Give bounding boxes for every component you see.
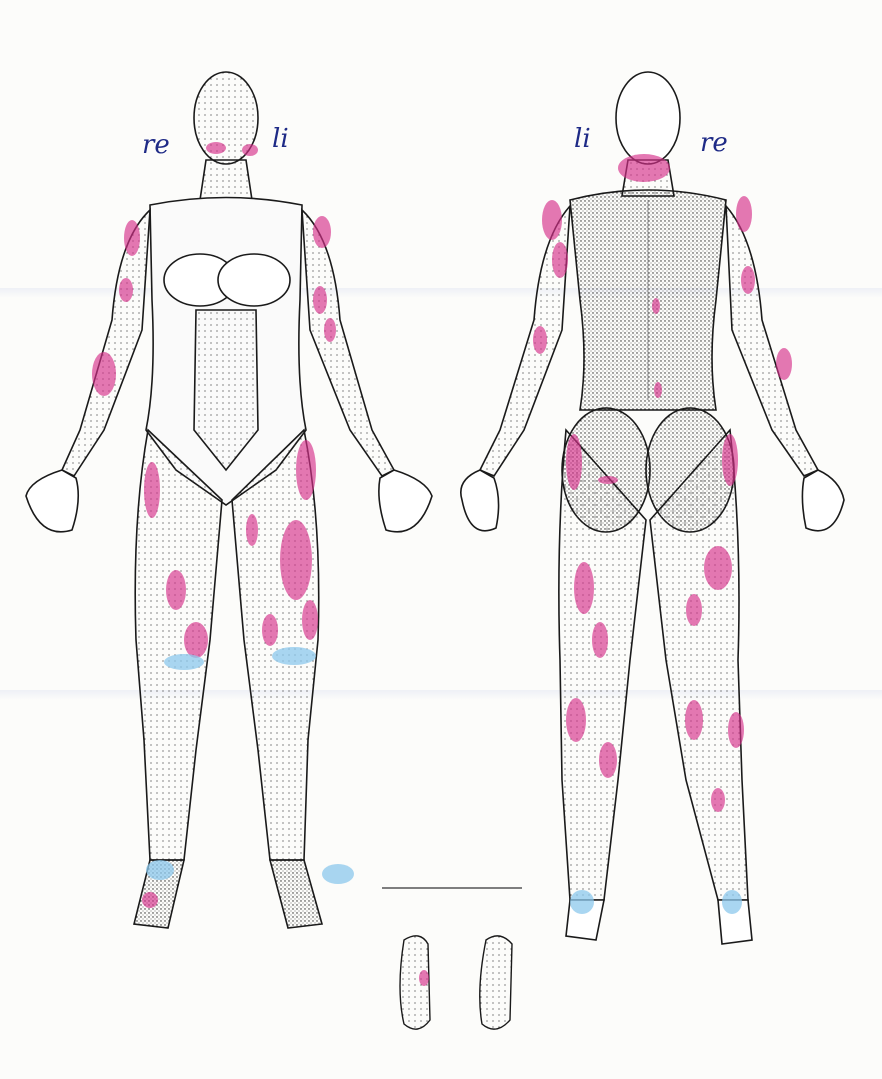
sole-right <box>480 936 512 1029</box>
pain-mark <box>722 434 738 486</box>
pain-mark <box>280 520 312 600</box>
pain-mark <box>262 614 278 646</box>
pain-mark <box>144 462 160 518</box>
pain-mark <box>184 622 208 658</box>
pain-mark <box>704 546 732 590</box>
back-left-side-label: li <box>574 124 591 154</box>
pain-mark <box>736 196 752 232</box>
cold-mark <box>272 647 316 665</box>
front-left-side-label: li <box>272 124 289 154</box>
front-arm-right <box>302 210 394 476</box>
pain-mark <box>324 318 336 342</box>
pain-mark <box>776 348 792 380</box>
cold-mark <box>722 890 742 914</box>
pain-mark <box>566 434 582 490</box>
pain-mark <box>741 266 755 294</box>
pain-mark <box>685 700 703 740</box>
foot-soles <box>382 888 522 1029</box>
back-hand-left <box>461 470 499 531</box>
pain-mark <box>566 698 586 742</box>
cold-mark <box>570 890 594 914</box>
cold-mark <box>322 864 354 884</box>
pain-mark <box>652 298 660 314</box>
front-neck <box>200 160 252 200</box>
back-body-figure <box>461 72 844 944</box>
back-arm-right <box>726 206 818 476</box>
pain-mark <box>296 440 316 500</box>
pain-mark <box>124 220 140 256</box>
pain-mark <box>686 594 702 626</box>
pain-mark <box>618 154 670 182</box>
back-hand-right <box>802 470 844 531</box>
pain-mark <box>242 144 258 156</box>
pain-mark <box>599 742 617 778</box>
pain-mark <box>302 600 318 640</box>
pain-mark <box>142 892 158 908</box>
pain-mark <box>206 142 226 154</box>
front-hand-right <box>379 470 432 532</box>
cold-mark <box>146 860 174 880</box>
cold-markings <box>146 647 742 914</box>
pain-mark <box>654 382 662 398</box>
front-chest-right <box>218 254 290 306</box>
pain-mark <box>592 622 608 658</box>
pain-mark <box>119 278 133 302</box>
pain-mark <box>711 788 725 812</box>
pain-mark <box>92 352 116 396</box>
pain-mark <box>313 286 327 314</box>
front-right-side-label: re <box>142 130 170 160</box>
front-body-figure <box>26 72 432 928</box>
pain-mark <box>598 476 618 484</box>
pain-mark <box>552 242 568 278</box>
pain-mark <box>728 712 744 748</box>
front-foot-right <box>270 860 322 928</box>
pain-mark <box>246 514 258 546</box>
pain-mark <box>313 216 331 248</box>
pain-mark <box>533 326 547 354</box>
cold-mark <box>164 654 204 670</box>
pain-mark <box>542 200 562 240</box>
back-head <box>616 72 680 164</box>
front-hand-left <box>26 470 78 532</box>
pain-mark <box>419 970 429 986</box>
pain-mark <box>166 570 186 610</box>
pain-mark <box>574 562 594 614</box>
back-right-side-label: re <box>700 128 728 158</box>
